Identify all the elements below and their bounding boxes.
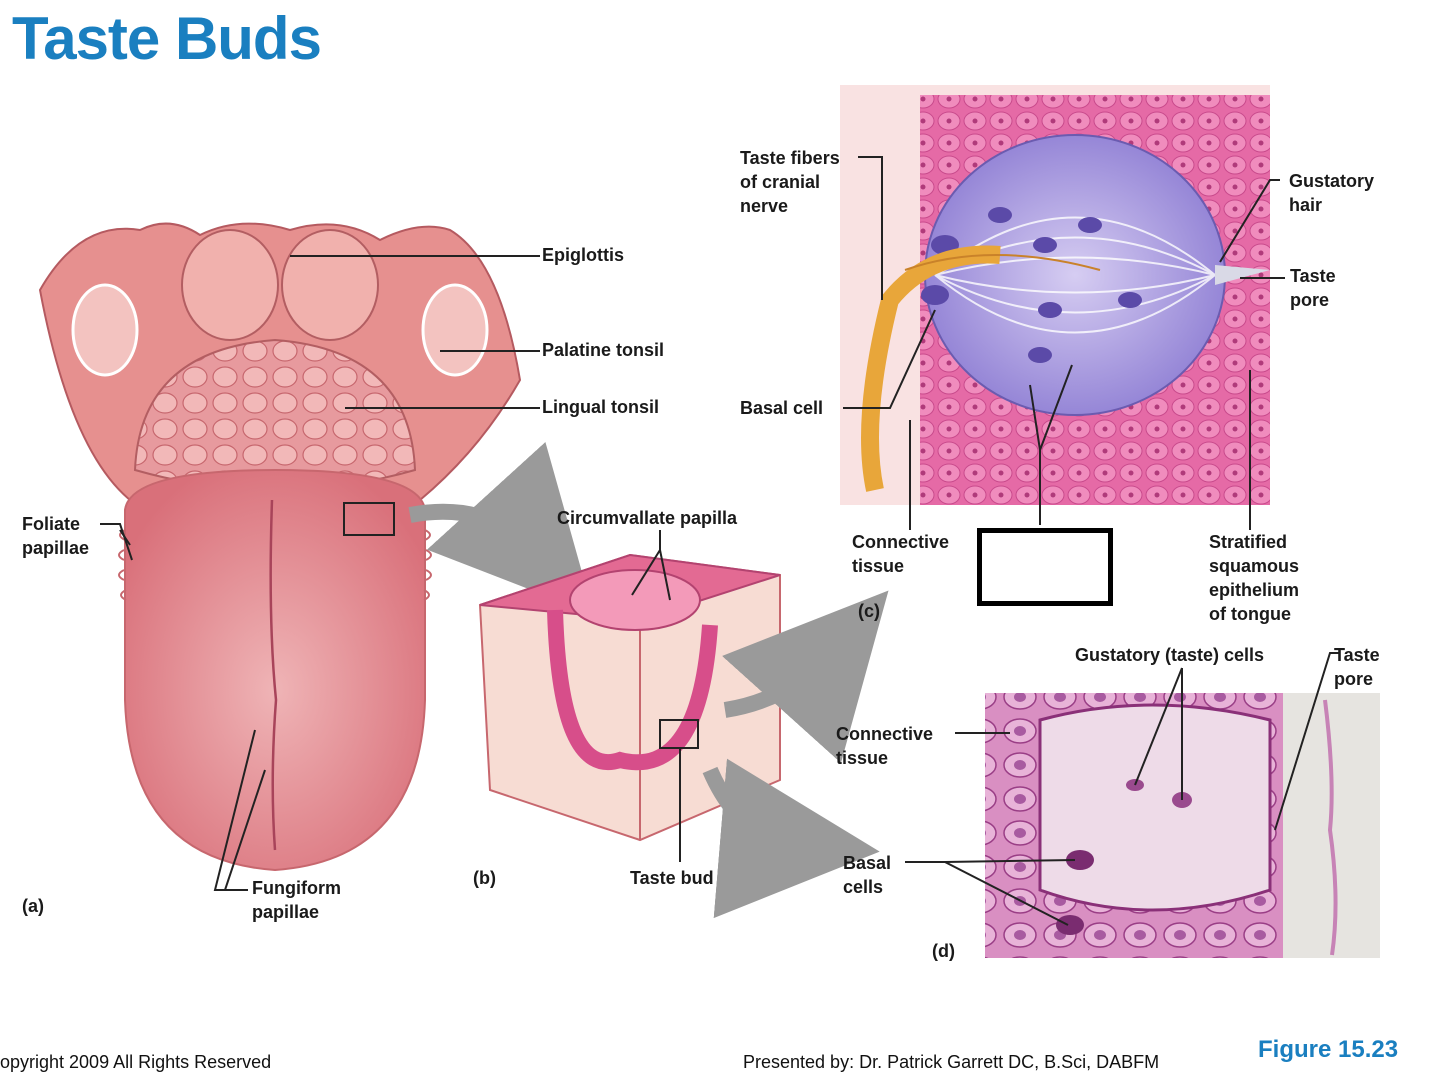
blank-label-box (977, 528, 1113, 606)
arrow-a-to-b (408, 441, 594, 615)
label-lingual-tonsil: Lingual tonsil (542, 397, 659, 417)
label-connective-tissue-d: Connective tissue (836, 724, 934, 768)
label-stratified-epithelium: Stratified squamous epithelium of tongue (1209, 532, 1300, 624)
leader-lines-c (843, 156, 1285, 530)
label-fungiform-papillae: Fungiform papillae (252, 878, 341, 922)
leader-lines-d (905, 652, 1340, 926)
panel-label-c: (c) (858, 601, 880, 621)
leader-lines-a (100, 255, 540, 891)
copyright-text: opyright 2009 All Rights Reserved (0, 1052, 272, 1072)
label-gustatory-cells: Gustatory (taste) cells (1075, 645, 1265, 665)
panel-label-b: (b) (473, 868, 496, 888)
arrow-b-to-c (722, 590, 889, 763)
label-epiglottis: Epiglottis (542, 245, 624, 265)
label-taste-pore-c: Taste pore (1290, 266, 1336, 310)
label-circumvallate-papilla: Circumvallate papilla (557, 508, 738, 528)
label-basal-cell: Basal cell (740, 398, 824, 418)
label-foliate-papillae: Foliate papillae (22, 514, 90, 558)
label-connective-tissue-c: Connective tissue (852, 532, 950, 576)
circumvallate-block (478, 553, 781, 842)
tongue-illustration (38, 222, 522, 872)
page-title: Taste Buds (12, 5, 322, 72)
panel-label-d: (d) (932, 941, 955, 961)
label-palatine-tonsil: Palatine tonsil (542, 340, 665, 360)
label-gustatory-hair: Gustatory hair (1289, 171, 1375, 215)
figure-number: Figure 15.23 (1258, 1036, 1399, 1063)
leader-lines-b (631, 530, 681, 862)
panel-label-a: (a) (22, 896, 44, 916)
taste-bud-section (840, 85, 1270, 505)
label-taste-pore-d: Taste pore (1334, 645, 1380, 689)
label-taste-fibers: Taste fibers of cranial nerve (740, 148, 840, 216)
label-taste-bud: Taste bud (630, 868, 714, 888)
presenter-text: Presented by: Dr. Patrick Garrett DC, B.… (743, 1052, 1160, 1072)
label-basal-cells-d: Basal cells (843, 853, 892, 897)
arrow-b-to-d (702, 758, 880, 919)
